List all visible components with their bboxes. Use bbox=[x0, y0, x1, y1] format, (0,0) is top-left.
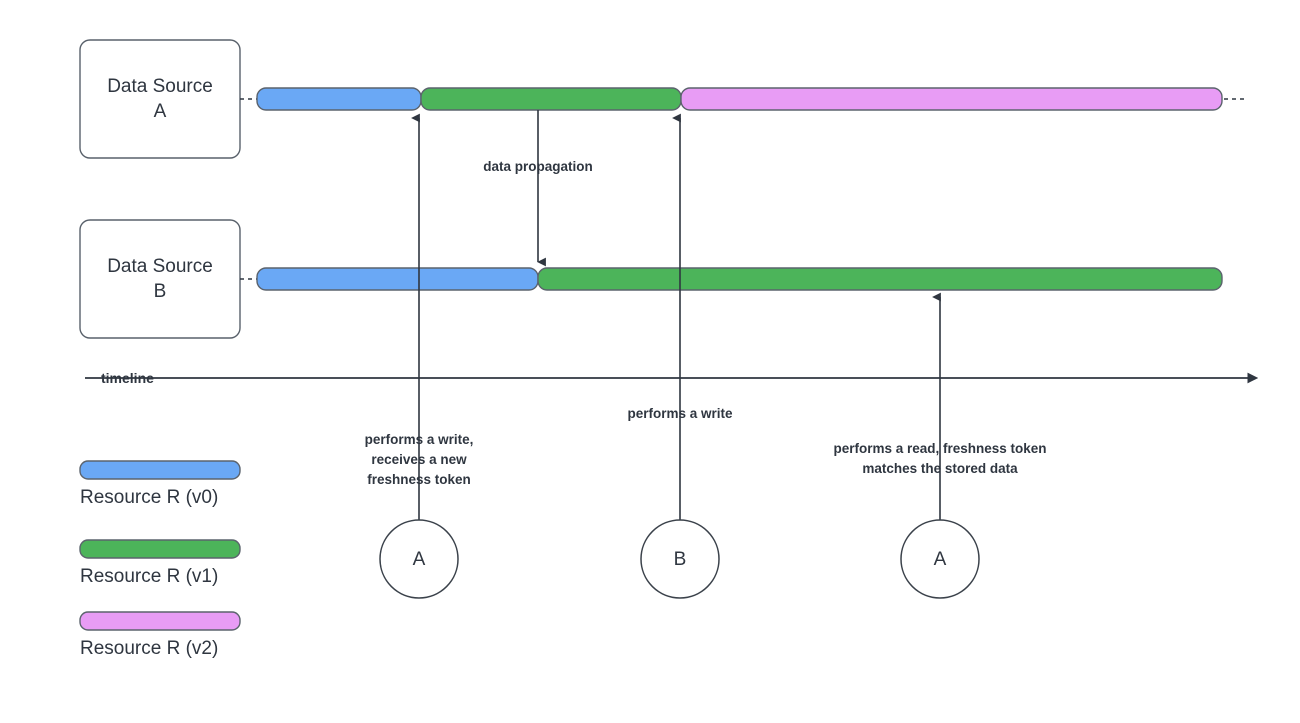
lane-b bbox=[240, 267, 1223, 291]
event-write-a-annotation-line2: receives a new bbox=[371, 452, 467, 467]
lane-a-segment-v2[interactable] bbox=[680, 87, 1223, 111]
event-read-a-annotation-line1: performs a read, freshness token bbox=[833, 441, 1046, 456]
lane-a-segment-v0[interactable] bbox=[256, 87, 422, 111]
event-write-b-actor-circle[interactable] bbox=[640, 519, 720, 599]
event-write-b[interactable]: performs a write B bbox=[627, 113, 733, 599]
event-read-a-actor-label: A bbox=[934, 549, 947, 570]
data-propagation-arrow: data propagation bbox=[483, 110, 593, 267]
event-write-a-actor-circle[interactable] bbox=[379, 519, 459, 599]
legend-swatch-v2 bbox=[79, 611, 241, 631]
event-write-b-actor-label: B bbox=[674, 549, 687, 570]
legend-swatch-v0 bbox=[79, 460, 241, 480]
node-box-a bbox=[79, 39, 241, 159]
legend-item-v1[interactable]: Resource R (v1) bbox=[79, 539, 241, 587]
node-data-source-b[interactable]: Data Source B bbox=[79, 219, 241, 339]
event-read-a-actor-circle[interactable] bbox=[900, 519, 980, 599]
node-label-a-line2: A bbox=[154, 101, 167, 122]
legend-label-v0: Resource R (v0) bbox=[80, 487, 218, 508]
legend-item-v0[interactable]: Resource R (v0) bbox=[79, 460, 241, 508]
timeline-axis-label: timeline bbox=[101, 370, 154, 386]
lane-a-segment-v1[interactable] bbox=[420, 87, 682, 111]
legend: Resource R (v0) Resource R (v1) Resource… bbox=[79, 460, 241, 659]
node-label-a-line1: Data Source bbox=[107, 76, 213, 97]
timeline-axis: timeline bbox=[85, 370, 1259, 386]
lane-a bbox=[240, 87, 1246, 111]
event-write-a[interactable]: performs a write, receives a new freshne… bbox=[365, 113, 474, 599]
node-box-b bbox=[79, 219, 241, 339]
legend-label-v1: Resource R (v1) bbox=[80, 566, 218, 587]
lane-b-segment-v0[interactable] bbox=[256, 267, 539, 291]
legend-swatch-v1 bbox=[79, 539, 241, 559]
event-write-a-actor-label: A bbox=[413, 549, 426, 570]
event-write-a-annotation-line1: performs a write, bbox=[365, 432, 474, 447]
event-write-a-annotation-line3: freshness token bbox=[367, 472, 471, 487]
node-data-source-a[interactable]: Data Source A bbox=[79, 39, 241, 159]
node-label-b-line2: B bbox=[154, 281, 167, 302]
lane-b-segment-v1[interactable] bbox=[537, 267, 1223, 291]
data-propagation-label: data propagation bbox=[483, 159, 593, 174]
node-label-b-line1: Data Source bbox=[107, 256, 213, 277]
event-write-b-annotation-line1: performs a write bbox=[627, 406, 733, 421]
legend-item-v2[interactable]: Resource R (v2) bbox=[79, 611, 241, 659]
event-read-a-annotation-line2: matches the stored data bbox=[862, 461, 1018, 476]
legend-label-v2: Resource R (v2) bbox=[80, 638, 218, 659]
event-read-a[interactable]: performs a read, freshness token matches… bbox=[833, 292, 1047, 599]
